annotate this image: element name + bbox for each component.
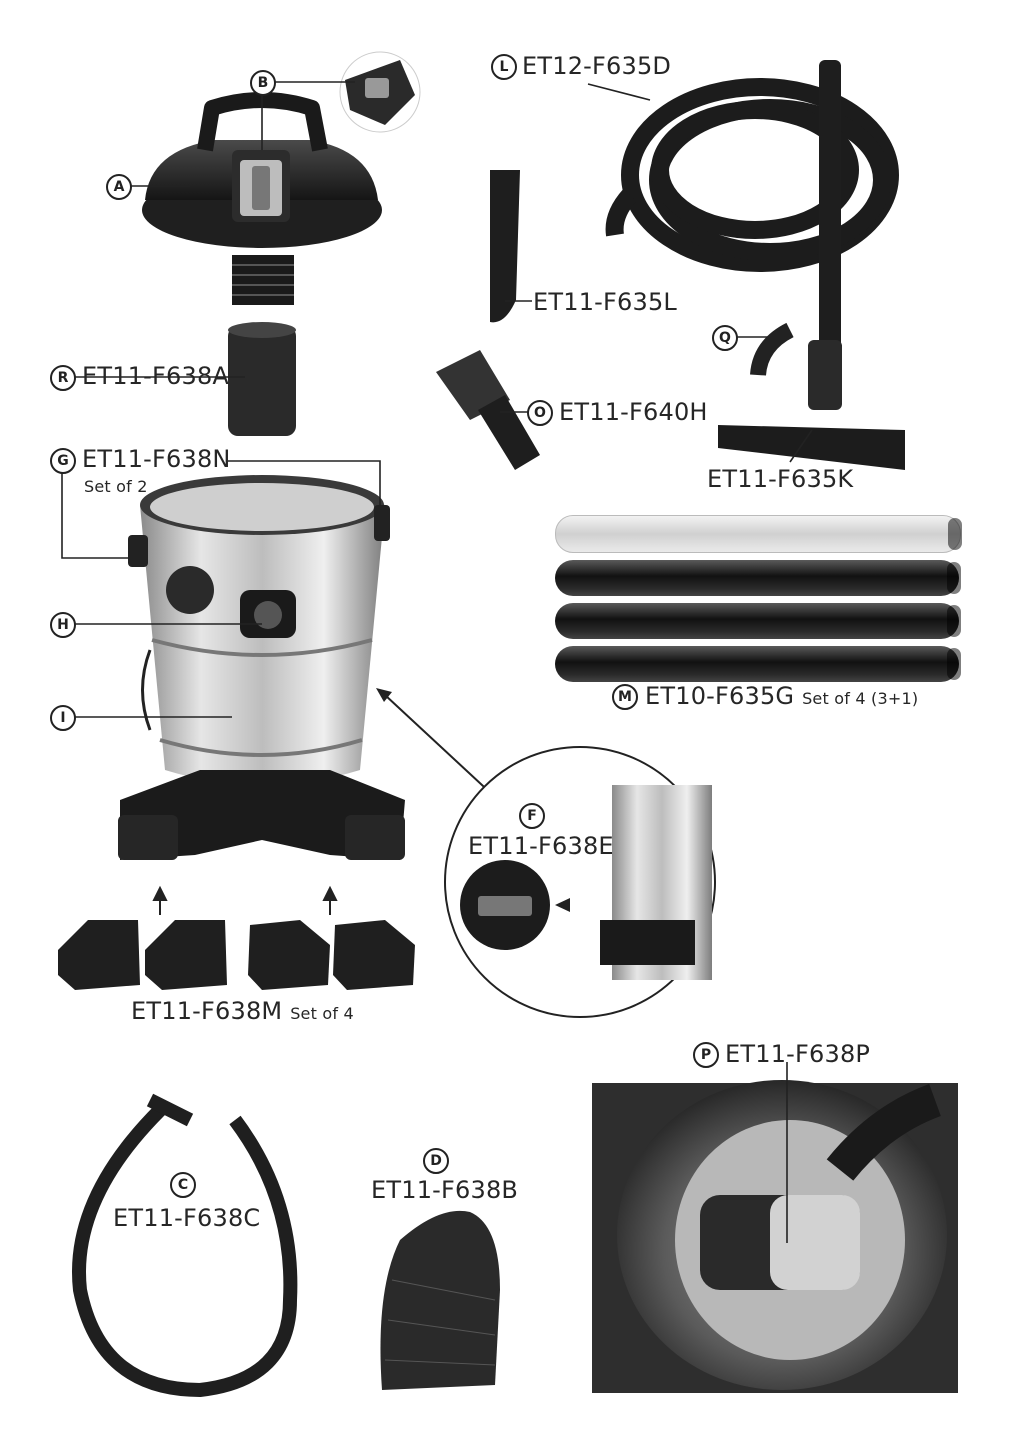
label-latch: ET11-F638N <box>82 445 231 473</box>
label-crevice-tool: ET11-F635L <box>533 288 678 316</box>
drain-hose <box>72 1093 298 1398</box>
label-drain-hose: ET11-F638C <box>113 1204 261 1232</box>
label-float: ET11-F638P <box>725 1040 871 1068</box>
float-photo <box>592 1080 958 1393</box>
label-feet: ET11-F638M Set of 4 <box>131 997 354 1025</box>
callout-o: O <box>527 400 553 426</box>
upholstery-nozzle <box>436 350 540 470</box>
callout-d: D <box>423 1148 449 1174</box>
extension-tubes-note: Set of 4 (3+1) <box>802 689 919 708</box>
motor-head <box>142 92 382 305</box>
feet <box>58 920 415 990</box>
extension-tube-1 <box>555 560 961 596</box>
steel-tank <box>118 475 405 860</box>
foam-filter <box>228 322 296 436</box>
label-floor-nozzle: ET11-F635K <box>707 465 854 493</box>
callout-c: C <box>170 1172 196 1198</box>
switch-inset <box>339 51 421 133</box>
callout-g: G <box>50 448 76 474</box>
callout-m: M <box>612 684 638 710</box>
extension-tubes-code: ET10-F635G <box>645 682 795 710</box>
callout-i: I <box>50 705 76 731</box>
extension-tube-clear <box>555 515 962 553</box>
label-hose: ET12-F635D <box>522 52 672 80</box>
label-latch-note: Set of 2 <box>84 477 148 496</box>
callout-p: P <box>693 1042 719 1068</box>
extension-tube-3 <box>555 646 961 682</box>
wand <box>718 60 905 470</box>
callout-h: H <box>50 612 76 638</box>
label-upholstery-nozzle: ET11-F640H <box>559 398 708 426</box>
label-drain-plug: ET11-F638E <box>468 832 614 860</box>
callout-b: B <box>250 70 276 96</box>
callout-f: F <box>519 803 545 829</box>
drain-inset <box>444 746 716 1018</box>
crevice-tool <box>490 170 520 323</box>
label-extension-tubes: ET10-F635G Set of 4 (3+1) <box>645 682 918 710</box>
extension-tube-2 <box>555 603 961 639</box>
debris-bag <box>380 1210 500 1390</box>
hose <box>605 78 899 272</box>
callout-q: Q <box>712 325 738 351</box>
callout-r: R <box>50 365 76 391</box>
feet-code: ET11-F638M <box>131 997 283 1025</box>
label-foam-filter: ET11-F638A <box>82 362 230 390</box>
callout-l: L <box>491 54 517 80</box>
feet-note: Set of 4 <box>290 1004 354 1023</box>
callout-a: A <box>106 174 132 200</box>
label-debris-bag: ET11-F638B <box>371 1176 519 1204</box>
